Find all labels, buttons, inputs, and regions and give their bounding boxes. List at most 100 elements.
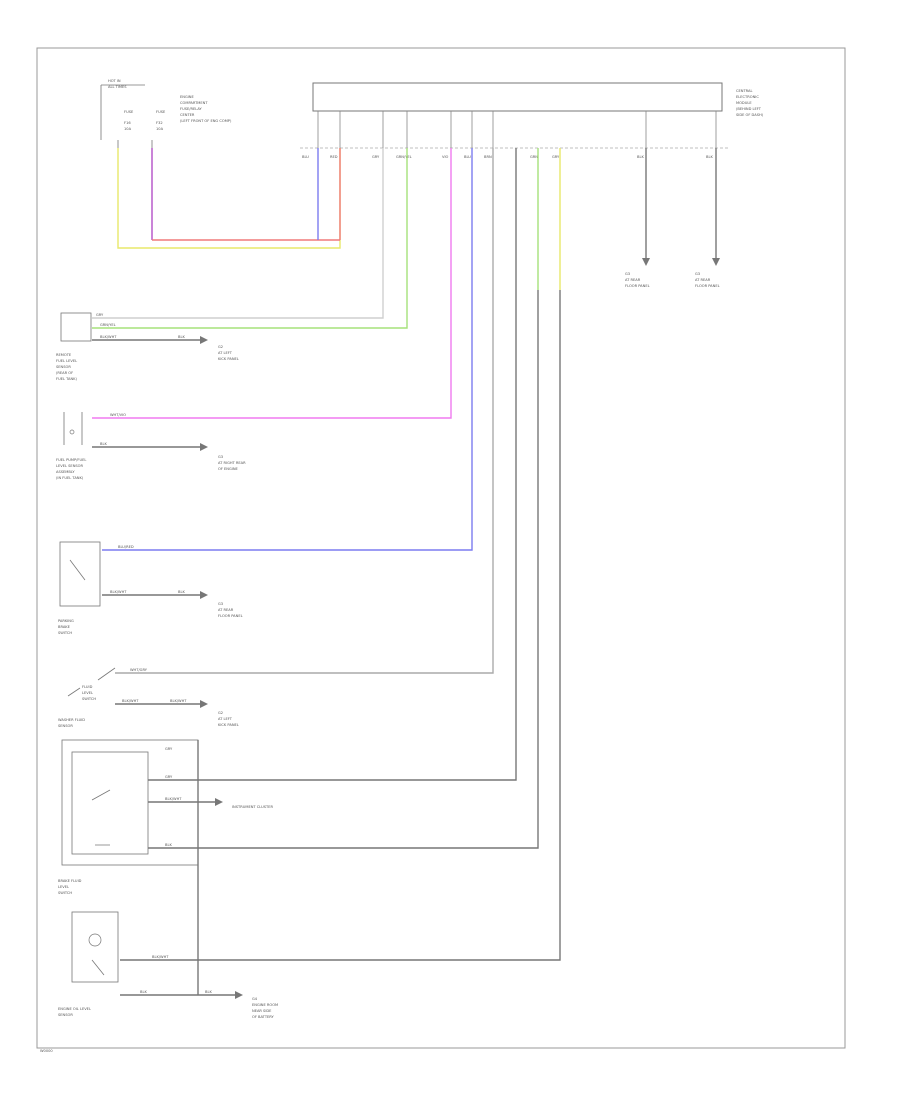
svg-text:BLK: BLK <box>205 990 212 994</box>
svg-text:BLK/WHT: BLK/WHT <box>152 955 169 959</box>
svg-text:G2: G2 <box>218 711 223 715</box>
svg-text:SENSOR: SENSOR <box>58 1013 73 1017</box>
svg-text:AT LEFT: AT LEFT <box>218 351 233 355</box>
arrow-icon <box>215 798 223 806</box>
svg-text:BLK: BLK <box>637 155 644 159</box>
svg-text:GRY: GRY <box>96 313 104 317</box>
svg-text:BLK: BLK <box>178 590 185 594</box>
svg-text:BRN: BRN <box>484 155 492 159</box>
svg-text:SIDE OF DASH): SIDE OF DASH) <box>736 113 764 117</box>
fuse-box: HOT IN ALL TIMES FUSE F16 10A FUSE F32 1… <box>100 79 232 148</box>
svg-text:10A: 10A <box>156 127 164 131</box>
svg-text:FUSE: FUSE <box>124 110 134 114</box>
wire-black-oil-1 <box>120 290 561 961</box>
wire-green-fuel <box>92 148 408 329</box>
svg-text:NEAR SIDE: NEAR SIDE <box>252 1009 272 1013</box>
ground-symbol <box>200 700 208 708</box>
svg-text:F16: F16 <box>124 121 131 125</box>
svg-text:AT REAR: AT REAR <box>218 608 234 612</box>
svg-text:FLOOR PANEL: FLOOR PANEL <box>695 284 720 288</box>
svg-text:GRY: GRY <box>165 747 173 751</box>
svg-text:INSTRUMENT CLUSTER: INSTRUMENT CLUSTER <box>232 805 273 809</box>
brake-fluid-level-switch: BRAKE FLUID LEVEL SWITCH <box>58 739 199 895</box>
svg-text:SWITCH: SWITCH <box>58 891 72 895</box>
svg-text:RED: RED <box>330 155 338 159</box>
ground-symbol <box>200 336 208 344</box>
svg-text:BLK: BLK <box>165 843 172 847</box>
svg-text:G3: G3 <box>218 602 223 606</box>
svg-text:VIO: VIO <box>442 155 449 159</box>
svg-text:FLOOR PANEL: FLOOR PANEL <box>625 284 650 288</box>
remote-fuel-level-sensor: REMOTE FUEL LEVEL SENSOR (REAR OF FUEL T… <box>56 312 92 381</box>
svg-text:OF BATTERY: OF BATTERY <box>252 1015 275 1019</box>
svg-text:FLUID: FLUID <box>82 685 93 689</box>
svg-text:BLU: BLU <box>464 155 471 159</box>
svg-text:COMPARTMENT: COMPARTMENT <box>180 101 208 105</box>
svg-text:CENTER: CENTER <box>180 113 195 117</box>
svg-text:BLK: BLK <box>706 155 713 159</box>
svg-text:WHT/GRY: WHT/GRY <box>130 668 148 672</box>
svg-text:ENGINE OIL LEVEL: ENGINE OIL LEVEL <box>58 1007 91 1011</box>
svg-text:BLK: BLK <box>178 335 185 339</box>
wire-gray-fuel <box>92 148 384 319</box>
svg-text:GRY: GRY <box>552 155 560 159</box>
svg-text:AT RIGHT REAR: AT RIGHT REAR <box>218 461 246 465</box>
svg-text:GRN/YEL: GRN/YEL <box>100 323 116 327</box>
svg-text:AT LEFT: AT LEFT <box>218 717 233 721</box>
fuel-pump-sensor: FUEL PUMP/FUEL LEVEL SENSOR ASSEMBLY (IN… <box>56 412 86 480</box>
wire-black-brakefluid-3 <box>148 290 539 849</box>
svg-text:AT REAR: AT REAR <box>625 278 641 282</box>
svg-text:ELECTRONIC: ELECTRONIC <box>736 95 759 99</box>
svg-text:BRAKE: BRAKE <box>58 625 71 629</box>
svg-text:SWITCH: SWITCH <box>58 631 72 635</box>
svg-text:BRAKE FLUID: BRAKE FLUID <box>58 879 82 883</box>
wire-violet-pump <box>92 148 452 419</box>
svg-text:ALL TIMES: ALL TIMES <box>108 85 127 89</box>
diagram-code: W0000 <box>40 1049 53 1053</box>
svg-text:BLU/RED: BLU/RED <box>118 545 134 549</box>
svg-text:BLK/WHT: BLK/WHT <box>110 590 127 594</box>
svg-text:(REAR OF: (REAR OF <box>56 371 73 375</box>
svg-text:AT REAR: AT REAR <box>695 278 711 282</box>
engine-oil-level-sensor: ENGINE OIL LEVEL SENSOR <box>58 911 119 1017</box>
fluid-level-switch: FLUID LEVEL SWITCH WASHER FLUID SENSOR <box>58 667 116 728</box>
svg-text:GRY: GRY <box>372 155 380 159</box>
svg-text:CENTRAL: CENTRAL <box>736 89 752 93</box>
svg-text:LEVEL SENSOR: LEVEL SENSOR <box>56 464 83 468</box>
svg-text:BLK: BLK <box>140 990 147 994</box>
svg-text:(BEHIND LEFT: (BEHIND LEFT <box>736 107 762 111</box>
svg-text:FUSE: FUSE <box>156 110 166 114</box>
svg-text:BLK/WHT: BLK/WHT <box>100 335 117 339</box>
svg-text:GRN: GRN <box>530 155 538 159</box>
ground-symbol <box>200 443 208 451</box>
svg-text:HOT IN: HOT IN <box>108 79 121 83</box>
svg-text:KICK PANEL: KICK PANEL <box>218 357 239 361</box>
svg-text:BLK/WHT: BLK/WHT <box>165 797 182 801</box>
svg-text:OF ENGINE: OF ENGINE <box>218 467 239 471</box>
svg-text:10A: 10A <box>124 127 132 131</box>
svg-text:BLU: BLU <box>302 155 309 159</box>
svg-text:LEVEL: LEVEL <box>58 885 69 889</box>
svg-text:MODULE: MODULE <box>736 101 752 105</box>
central-module: CENTRAL ELECTRONIC MODULE (BEHIND LEFT S… <box>300 82 764 159</box>
svg-text:FUEL PUMP/FUEL: FUEL PUMP/FUEL <box>56 458 86 462</box>
svg-text:FUEL LEVEL: FUEL LEVEL <box>56 359 77 363</box>
svg-text:SENSOR: SENSOR <box>58 724 73 728</box>
svg-text:FLOOR PANEL: FLOOR PANEL <box>218 614 243 618</box>
svg-text:(IN FUEL TANK): (IN FUEL TANK) <box>56 476 84 480</box>
svg-text:SWITCH: SWITCH <box>82 697 96 701</box>
svg-text:G3: G3 <box>695 272 700 276</box>
svg-text:BLK/WHT: BLK/WHT <box>170 699 187 703</box>
ground-symbol <box>235 991 243 999</box>
svg-text:(LEFT FRONT OF ENG COMP): (LEFT FRONT OF ENG COMP) <box>180 119 232 123</box>
svg-text:BLK: BLK <box>100 442 107 446</box>
ground-symbol <box>642 258 650 266</box>
svg-text:WHT/VIO: WHT/VIO <box>110 413 126 417</box>
svg-text:G3: G3 <box>625 272 630 276</box>
wire-blue-brake <box>102 148 473 551</box>
diagram-frame <box>36 47 846 1049</box>
svg-text:FUEL TANK): FUEL TANK) <box>56 377 78 381</box>
ground-symbol <box>200 591 208 599</box>
wire-red <box>152 148 341 241</box>
